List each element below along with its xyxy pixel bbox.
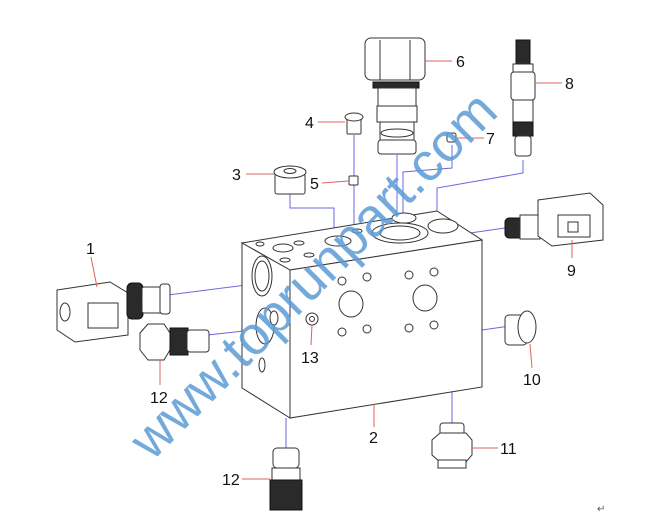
label-5: 5 [310, 176, 319, 193]
label-4: 4 [305, 115, 314, 132]
label-12-bottom: 12 [222, 472, 240, 489]
manifold-block [240, 210, 484, 419]
part-12-plug-left [139, 323, 210, 361]
part-5-orifice [348, 175, 359, 186]
part-9-solenoid [504, 192, 604, 247]
part-12-plug-bottom [269, 447, 303, 511]
part-8-relief-valve [510, 39, 536, 157]
part-10-plug [504, 310, 537, 346]
part-1-solenoid [56, 281, 171, 343]
part-3-plug [273, 165, 307, 195]
leader-lines [90, 60, 573, 480]
label-13: 13 [301, 350, 319, 367]
part-11-fitting [431, 422, 473, 469]
label-2: 2 [369, 430, 378, 447]
label-9: 9 [567, 263, 576, 280]
label-8: 8 [565, 76, 574, 93]
label-12-left: 12 [150, 390, 168, 407]
label-11: 11 [500, 441, 517, 458]
part-4-plug [344, 112, 364, 135]
part-6-cartridge-valve [364, 37, 426, 155]
part-number-labels: 1 2 3 4 5 6 7 8 9 10 11 12 12 13 [86, 54, 576, 489]
label-3: 3 [232, 167, 241, 184]
label-7: 7 [486, 131, 495, 148]
label-10: 10 [523, 372, 541, 389]
assembly-axis-lines [167, 135, 524, 450]
return-mark: ↵ [597, 504, 605, 515]
label-6: 6 [456, 54, 465, 71]
label-1: 1 [86, 241, 95, 258]
